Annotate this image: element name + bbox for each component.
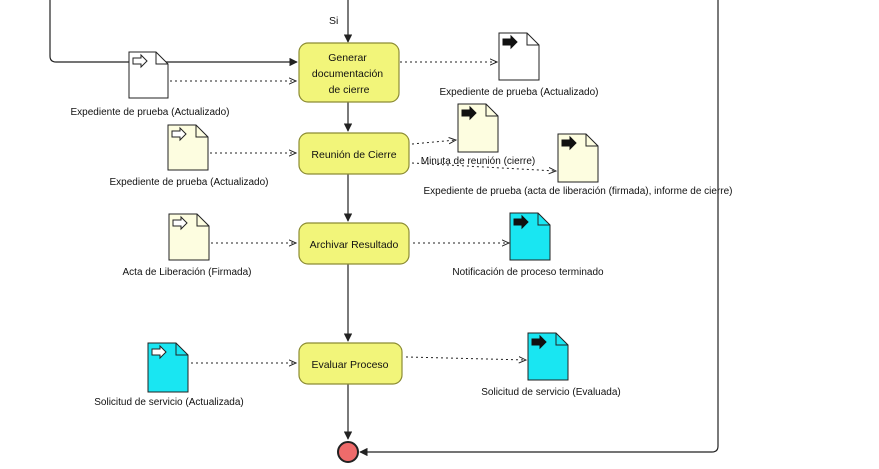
doc-label-out-evaluate: Solicitud de servicio (Evaluada) (481, 387, 621, 398)
data-object-out-meeting-minutes[interactable] (457, 103, 499, 153)
end-event[interactable] (337, 441, 359, 463)
task-closing-meeting[interactable]: Reunión de Cierre (298, 132, 410, 175)
input-arrow-icon (151, 344, 167, 360)
input-arrow-icon (171, 126, 187, 142)
task-generate-line-2: documentación (312, 68, 383, 80)
task-generate-documentation[interactable]: Generar documentación de cierre (298, 42, 400, 103)
output-arrow-icon (502, 34, 518, 50)
data-object-out-evaluate[interactable] (527, 332, 569, 381)
task-evaluate-process-label: Evaluar Proceso (311, 359, 388, 371)
task-archive-result[interactable]: Archivar Resultado (298, 222, 410, 265)
task-archive-result-label: Archivar Resultado (310, 239, 399, 251)
doc-label-out-archive: Notificación de proceso terminado (452, 267, 604, 278)
data-object-out-archive[interactable] (509, 212, 551, 261)
association-out-evaluate (405, 357, 526, 360)
doc-label-in-generate: Expediente de prueba (Actualizado) (71, 107, 230, 118)
data-object-out-generate[interactable] (498, 32, 540, 81)
doc-label-out-meeting-file: Expediente de prueba (acta de liberación… (423, 186, 732, 197)
output-arrow-icon (513, 214, 529, 230)
output-arrow-icon (561, 135, 577, 151)
flow-label-yes: Si (329, 15, 338, 27)
data-object-out-meeting-file[interactable] (557, 133, 599, 183)
input-arrow-icon (132, 53, 148, 69)
doc-label-in-evaluate: Solicitud de servicio (Actualizada) (94, 397, 244, 408)
data-object-in-meeting[interactable] (167, 124, 209, 171)
sequence-flow-return-right (359, 0, 719, 457)
data-object-in-archive[interactable] (168, 213, 210, 261)
task-generate-line-3: de cierre (329, 84, 370, 96)
doc-label-in-archive: Acta de Liberación (Firmada) (123, 267, 252, 278)
svg-text:Generar documentación: Generar documentación de cierre (312, 52, 386, 96)
output-arrow-icon (461, 105, 477, 121)
doc-label-in-meeting: Expediente de prueba (Actualizado) (110, 177, 269, 188)
doc-label-out-meeting-minutes: Minuta de reunión (cierre) (421, 156, 536, 167)
sequence-flow-loop-left (49, 0, 298, 67)
doc-label-out-generate: Expediente de prueba (Actualizado) (440, 87, 599, 98)
data-object-in-generate[interactable] (128, 51, 169, 99)
data-object-in-evaluate[interactable] (147, 342, 189, 393)
task-evaluate-process[interactable]: Evaluar Proceso (298, 342, 403, 385)
output-arrow-icon (531, 334, 547, 350)
association-out-meeting-minutes (411, 140, 456, 145)
task-closing-meeting-label: Reunión de Cierre (311, 149, 396, 161)
input-arrow-icon (172, 215, 188, 231)
association-out-meeting-file (411, 162, 556, 171)
task-generate-line-1: Generar (328, 52, 367, 64)
